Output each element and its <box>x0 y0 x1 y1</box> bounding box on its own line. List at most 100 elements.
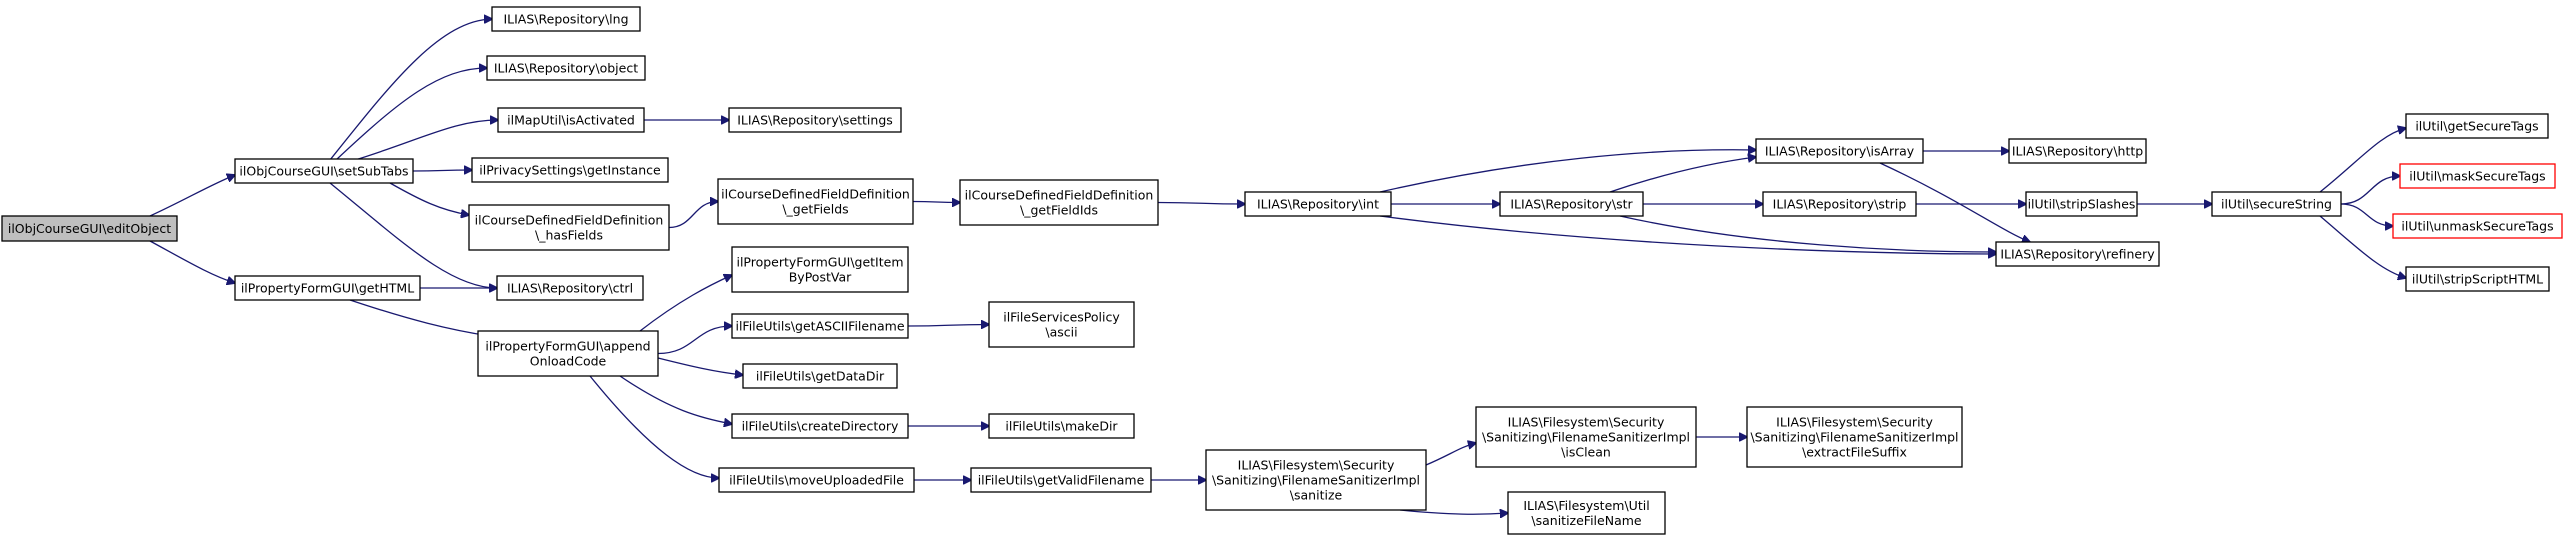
node-ilfileutils-moveuploadedfile[interactable]: ilFileUtils\moveUploadedFile <box>718 467 915 493</box>
node-box[interactable] <box>1475 406 1697 468</box>
node-ilprivacysettings-getinstance[interactable]: ilPrivacySettings\getInstance <box>471 157 669 183</box>
node-ilias-filesystem-security-sanitizing-filenamesanitizerimpl-extractfilesuffix[interactable]: ILIAS\Filesystem\Security\Sanitizing\Fil… <box>1746 406 1963 468</box>
node-ilias-filesystem-util-sanitizefilename[interactable]: ILIAS\Filesystem\Util\sanitizeFileName <box>1507 491 1666 535</box>
node-box[interactable] <box>2008 138 2147 164</box>
node-ilias-repository-int[interactable]: ILIAS\Repository\int <box>1244 191 1392 217</box>
node-box[interactable] <box>728 107 902 133</box>
node-ilfileservicespolicy-ascii[interactable]: ilFileServicesPolicy\ascii <box>988 301 1135 348</box>
node-ilfileutils-getdatadir[interactable]: ilFileUtils\getDataDir <box>742 363 898 389</box>
node-box[interactable] <box>2405 113 2549 139</box>
node-ilobjcoursegui-setsubtabs[interactable]: ilObjCourseGUI\setSubTabs <box>234 158 414 184</box>
node-label: OnloadCode <box>530 354 607 369</box>
node-label: ilUtil\stripScriptHTML <box>2412 272 2543 287</box>
node-ilfileutils-getasciifilename[interactable]: ilFileUtils\getASCIIFilename <box>731 313 909 339</box>
node-box[interactable] <box>717 178 914 225</box>
node-ilmaputil-isactivated[interactable]: ilMapUtil\isActivated <box>497 107 645 133</box>
node-label: ilCourseDefinedFieldDefinition <box>475 213 664 228</box>
node-ilcoursedefinedfielddefinition-hasfields[interactable]: ilCourseDefinedFieldDefinition\_hasField… <box>468 204 670 251</box>
node-label: ILIAS\Repository\lng <box>503 12 628 27</box>
node-box[interactable] <box>234 158 414 184</box>
node-box[interactable] <box>1499 191 1644 217</box>
call-edge-n12-to-n16 <box>1379 215 1996 254</box>
node-box[interactable] <box>988 301 1135 348</box>
node-label: \isClean <box>1561 445 1611 460</box>
node-ilpropertyformgui-gethtml[interactable]: ilPropertyFormGUI\getHTML <box>234 275 421 301</box>
node-ilutil-securestring[interactable]: ilUtil\secureString <box>2211 191 2342 217</box>
node-label: ILIAS\Repository\str <box>1510 197 1633 212</box>
node-label: ilFileUtils\getDataDir <box>756 369 885 384</box>
node-label: ilUtil\secureString <box>2221 197 2332 212</box>
node-ilutil-unmasksecuretags[interactable]: ilUtil\unmaskSecureTags <box>2392 213 2563 239</box>
node-label: ilPropertyFormGUI\append <box>485 339 650 354</box>
node-label: \Sanitizing\FilenameSanitizerImpl <box>1750 430 1958 445</box>
call-edge-n25-to-n29 <box>619 375 732 424</box>
node-box[interactable] <box>1995 241 2160 267</box>
node-ilias-repository-ctrl[interactable]: ILIAS\Repository\ctrl <box>496 275 644 301</box>
node-box[interactable] <box>2399 163 2556 189</box>
node-box[interactable] <box>1762 191 1917 217</box>
node-ilutil-getsecuretags[interactable]: ilUtil\getSecureTags <box>2405 113 2549 139</box>
node-box[interactable] <box>496 275 644 301</box>
node-box[interactable] <box>468 204 670 251</box>
node-ilias-repository-refinery[interactable]: ILIAS\Repository\refinery <box>1995 241 2160 267</box>
node-label: ILIAS\Filesystem\Util <box>1523 498 1649 513</box>
node-label: ilUtil\stripSlashes <box>2028 197 2136 212</box>
node-box[interactable] <box>2405 266 2550 292</box>
node-box[interactable] <box>731 246 909 293</box>
node-box[interactable] <box>718 467 915 493</box>
node-ilcoursedefinedfielddefinition-getfields[interactable]: ilCourseDefinedFieldDefinition\_getField… <box>717 178 914 225</box>
node-label: ILIAS\Repository\strip <box>1773 197 1907 212</box>
node-ilfileutils-getvalidfilename[interactable]: ilFileUtils\getValidFilename <box>970 467 1152 493</box>
node-box[interactable] <box>731 413 909 439</box>
call-edge-n1-to-n8 <box>329 182 497 288</box>
node-box[interactable] <box>2392 213 2563 239</box>
node-box[interactable] <box>234 275 421 301</box>
node-ilias-repository-object[interactable]: ILIAS\Repository\object <box>486 55 646 81</box>
node-label: ilMapUtil\isActivated <box>507 113 635 128</box>
node-box[interactable] <box>497 107 645 133</box>
call-edge-n7-to-n10 <box>668 202 718 229</box>
node-box[interactable] <box>491 6 641 32</box>
node-box[interactable] <box>1507 491 1666 535</box>
node-box[interactable] <box>742 363 898 389</box>
node-ilias-repository-strip[interactable]: ILIAS\Repository\strip <box>1762 191 1917 217</box>
node-box[interactable] <box>1755 138 1924 164</box>
node-box[interactable] <box>731 313 909 339</box>
node-box[interactable] <box>1 215 178 242</box>
call-edge-n25-to-n26 <box>657 326 732 355</box>
node-label: ilCourseDefinedFieldDefinition <box>965 188 1154 203</box>
node-label: \Sanitizing\FilenameSanitizerImpl <box>1212 473 1420 488</box>
node-box[interactable] <box>2025 191 2138 217</box>
node-box[interactable] <box>988 413 1135 439</box>
node-ilutil-stripslashes[interactable]: ilUtil\stripSlashes <box>2025 191 2138 217</box>
node-label: \sanitizeFileName <box>1531 513 1642 528</box>
node-box[interactable] <box>2211 191 2342 217</box>
node-label: ilFileUtils\getASCIIFilename <box>735 319 904 334</box>
node-box[interactable] <box>1244 191 1392 217</box>
node-ilias-repository-lng[interactable]: ILIAS\Repository\lng <box>491 6 641 32</box>
node-ilias-filesystem-security-sanitizing-filenamesanitizerimpl-sanitize[interactable]: ILIAS\Filesystem\Security\Sanitizing\Fil… <box>1205 449 1427 511</box>
node-label: ilFileUtils\createDirectory <box>742 419 899 434</box>
node-ilias-repository-settings[interactable]: ILIAS\Repository\settings <box>728 107 902 133</box>
node-ilutil-stripscripthtml[interactable]: ilUtil\stripScriptHTML <box>2405 266 2550 292</box>
node-ilias-repository-isarray[interactable]: ILIAS\Repository\isArray <box>1755 138 1924 164</box>
node-box[interactable] <box>486 55 646 81</box>
node-box[interactable] <box>477 330 659 377</box>
node-ilutil-masksecuretags[interactable]: ilUtil\maskSecureTags <box>2399 163 2556 189</box>
node-label: \extractFileSuffix <box>1802 445 1907 460</box>
node-ilobjcoursegui-editobject[interactable]: ilObjCourseGUI\editObject <box>1 215 178 242</box>
node-box[interactable] <box>970 467 1152 493</box>
node-ilias-repository-str[interactable]: ILIAS\Repository\str <box>1499 191 1644 217</box>
node-box[interactable] <box>471 157 669 183</box>
node-ilcoursedefinedfielddefinition-getfieldids[interactable]: ilCourseDefinedFieldDefinition\_getField… <box>959 179 1159 226</box>
node-label: ILIAS\Filesystem\Security <box>1508 415 1665 430</box>
node-box[interactable] <box>959 179 1159 226</box>
node-box[interactable] <box>1205 449 1427 511</box>
node-ilias-repository-http[interactable]: ILIAS\Repository\http <box>2008 138 2147 164</box>
node-ilfileutils-makedir[interactable]: ilFileUtils\makeDir <box>988 413 1135 439</box>
node-ilias-filesystem-security-sanitizing-filenamesanitizerimpl-isclean[interactable]: ILIAS\Filesystem\Security\Sanitizing\Fil… <box>1475 406 1697 468</box>
node-box[interactable] <box>1746 406 1963 468</box>
node-ilfileutils-createdirectory[interactable]: ilFileUtils\createDirectory <box>731 413 909 439</box>
